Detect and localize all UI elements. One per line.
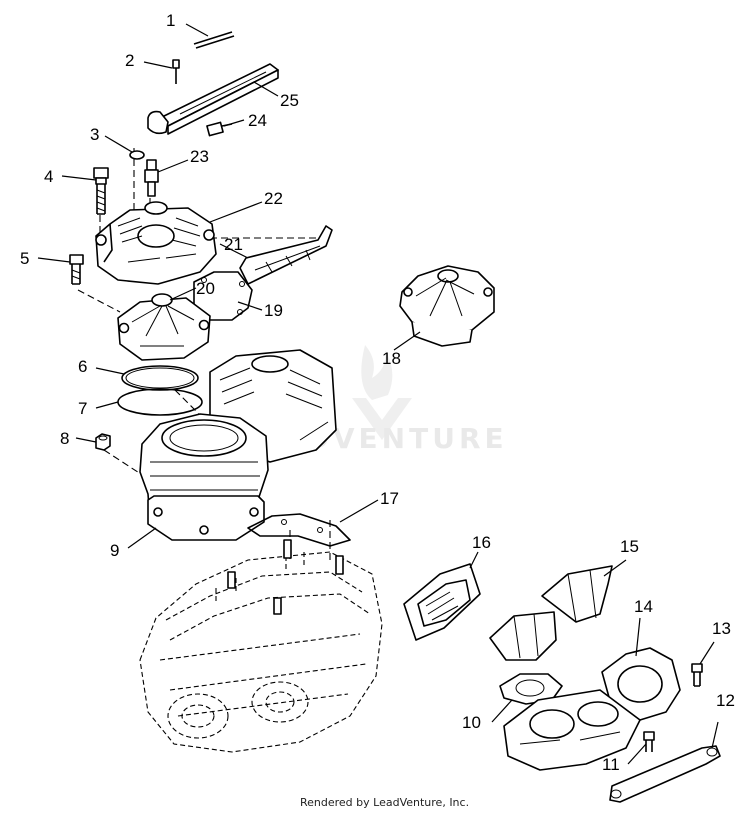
- part-16-reed-valve: [403, 563, 481, 641]
- callout-3: 3: [90, 125, 99, 144]
- part-17-gasket: [247, 513, 351, 547]
- callout-14: 14: [634, 597, 653, 616]
- callout-1: 1: [166, 11, 175, 30]
- part-12-strap: [609, 745, 721, 803]
- flame-logo-icon: [361, 345, 393, 400]
- intake-manifold: [503, 689, 641, 771]
- callout-17: 17: [380, 489, 399, 508]
- part-20-cylinder-head: [117, 293, 211, 361]
- part-24-fitting: [206, 121, 233, 137]
- leader-lines: [37, 23, 719, 765]
- footer-credit: Rendered by LeadVenture, Inc.: [300, 796, 469, 809]
- part-5-bolt: [69, 254, 84, 285]
- callout-9: 9: [110, 541, 119, 560]
- callout-5: 5: [20, 249, 29, 268]
- callout-25: 25: [280, 91, 299, 110]
- v-logo-icon: [352, 398, 412, 440]
- crankcase-studs: [227, 539, 344, 615]
- callout-21: 21: [224, 235, 243, 254]
- part-8-nut: [95, 433, 111, 451]
- part-13-bolt: [691, 663, 703, 687]
- callout-10: 10: [462, 713, 481, 732]
- part-7-o-ring: [117, 388, 203, 416]
- callout-labels: 1 2 3 4 5 6 7 8 9 10 11 12 13 14 15 16 1…: [20, 11, 735, 774]
- callout-13: 13: [712, 619, 731, 638]
- crankcase-phantom: [139, 551, 383, 753]
- part-6-o-ring: [121, 365, 199, 391]
- callout-8: 8: [60, 429, 69, 448]
- callout-12: 12: [716, 691, 735, 710]
- part-11-bolt: [643, 731, 655, 752]
- callout-18: 18: [382, 349, 401, 368]
- callout-16: 16: [472, 533, 491, 552]
- part-22-cylinder-head: [95, 201, 217, 285]
- callout-11: 11: [602, 755, 620, 774]
- callout-15: 15: [620, 537, 639, 556]
- part-18-cover: [399, 265, 495, 347]
- part-1-pin: [193, 31, 233, 45]
- part-23-spark-plug: [144, 159, 159, 197]
- part-4-bolt: [93, 167, 109, 215]
- callout-23: 23: [190, 147, 209, 166]
- callout-19: 19: [264, 301, 283, 320]
- callout-24: 24: [248, 111, 267, 130]
- part-2-screw: [172, 59, 180, 84]
- callout-7: 7: [78, 399, 87, 418]
- part-21-bracket: [239, 225, 333, 285]
- callout-20: 20: [196, 279, 215, 298]
- callout-22: 22: [264, 189, 283, 208]
- part-15-intake-boot: [489, 565, 613, 661]
- callout-6: 6: [78, 357, 87, 376]
- callout-4: 4: [44, 167, 53, 186]
- part-25-rail: [147, 63, 279, 135]
- callout-2: 2: [125, 51, 134, 70]
- part-9-cylinder: [139, 413, 269, 541]
- part-3-washer: [129, 150, 145, 160]
- part-10-spacer: [499, 673, 563, 705]
- part-14-manifold-gasket: [601, 647, 681, 721]
